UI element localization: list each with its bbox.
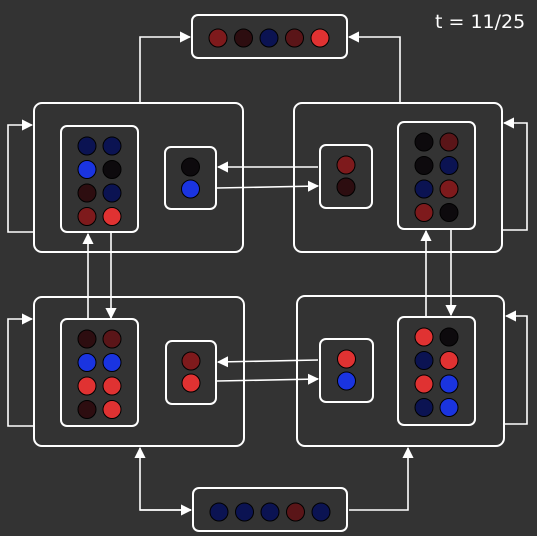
bottom-left-grid-token [102,400,122,419]
top-buffer-token [285,28,304,48]
top-buffer-token [310,28,330,48]
top-left-grid-token [77,136,97,156]
bottom-buffer-to-bottom-left-arrow [134,446,191,511]
top-left-grid-token [77,207,97,226]
top-right-grid-token [414,132,434,152]
top-left-self-loop [7,119,34,233]
top-right-to-top-buffer-arrow [347,31,401,103]
bottom-left-self-loop [7,313,34,427]
bottom-buffer-token [311,502,331,522]
top-left-grid-token [102,207,122,226]
bottom-right-grid-token [439,351,459,370]
top-left-slot-token [181,179,200,199]
bottom-left-region [33,296,245,447]
top-right-slot-token [336,177,356,197]
bottom-buffer-box [192,487,348,532]
bottom-left-grid-token [77,376,97,396]
top-right-grid-token [414,156,434,175]
bottom-right-grid-token [439,374,459,394]
bottom-right-slot-box [319,338,374,403]
bottom-left-grid-token [77,329,97,349]
top-right-grid-token [439,132,459,152]
top-buffer-token [259,28,279,48]
bottom-right-grid-token [414,327,434,347]
top-right-self-loop [502,117,528,231]
bottom-right-grid-token [414,351,434,370]
bottom-left-grid-token [102,329,122,349]
top-left-grid-token [77,160,97,179]
bottom-left-grid-token [102,353,122,372]
top-right-grid-token [439,203,459,222]
bottom-buffer-token [209,502,229,522]
bottom-right-grid-token [439,327,459,347]
top-left-grid-token [102,160,122,179]
top-right-grid-box [397,121,476,230]
bottom-right-grid-token [414,398,434,417]
bottom-buffer-to-bottom-right-arrow [349,446,414,511]
bottom-left-slot-token [181,351,201,371]
top-left-grid-box [60,125,139,233]
top-buffer-box [191,14,348,59]
bottom-right-to-bottom-left-slot-arrow [216,356,319,368]
bottom-left-grid-token [102,376,122,396]
top-left-region [33,102,244,253]
bottom-left-grid-box [60,318,139,427]
top-buffer-token [208,28,228,48]
bottom-left-to-bottom-right-slot-arrow [216,373,320,385]
top-right-slot-token [336,155,356,175]
top-right-grid-token [439,179,459,199]
bottom-buffer-token [260,502,280,522]
top-buffer-token [234,28,253,48]
top-left-slot-token [181,157,200,177]
top-right-grid-token [414,179,434,199]
bottom-left-grid-token [77,353,97,372]
bottom-right-slot-token [337,371,356,391]
bottom-buffer-token [286,502,305,522]
bottom-buffer-token [235,502,254,522]
top-right-region [293,102,503,253]
top-left-to-top-buffer-arrow [139,31,192,103]
bottom-left-slot-box [165,340,217,405]
bottom-right-grid-box [397,316,476,426]
top-right-grid-token [414,203,434,222]
bottom-right-slot-token [337,349,356,369]
bottom-right-region [296,295,505,447]
top-left-grid-token [77,183,97,203]
bottom-left-slot-token [181,373,201,393]
top-right-slot-box [319,144,373,209]
top-left-grid-token [102,183,122,203]
time-step-label: t = 11/25 [435,11,526,33]
top-left-grid-token [102,136,122,156]
top-left-slot-box [164,146,217,210]
bottom-right-grid-token [414,374,434,394]
top-left-to-top-right-slot-arrow [216,180,320,192]
bottom-right-self-loop [504,310,528,425]
bottom-left-grid-token [77,400,97,419]
bottom-right-grid-token [439,398,459,417]
top-right-grid-token [439,156,459,175]
